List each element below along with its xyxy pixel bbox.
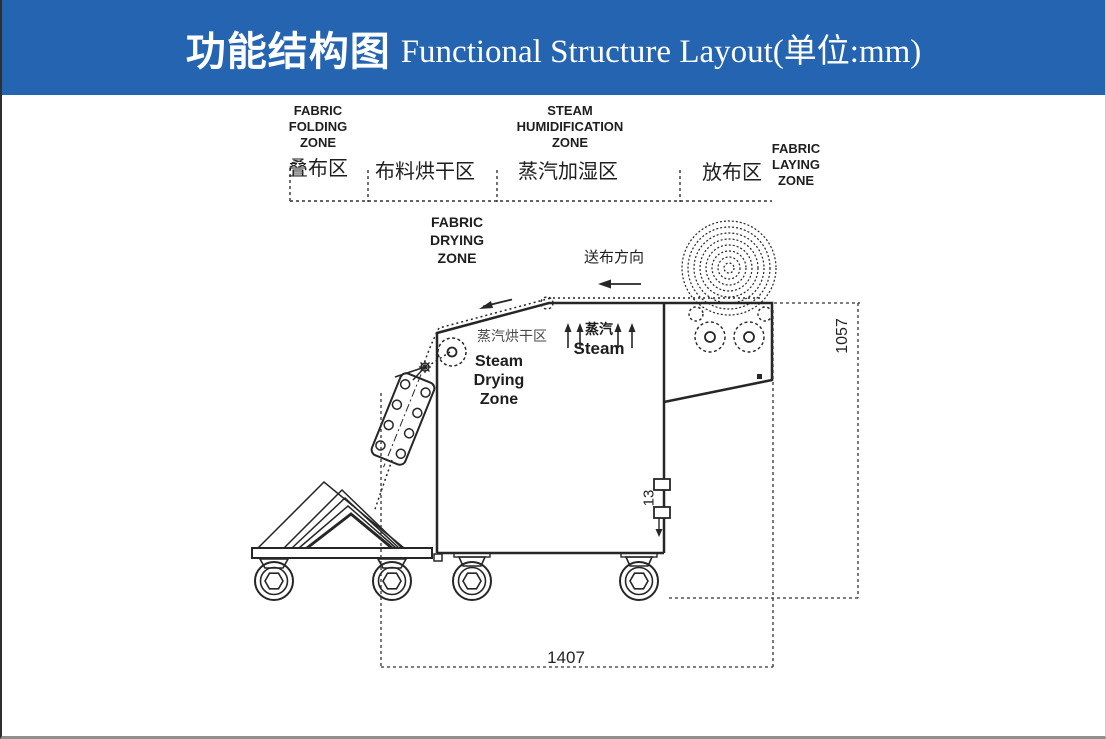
guide-rollers [540,296,773,322]
zone-label-fabric-laying-en: FABRIC LAYING ZONE [771,141,821,188]
machine-caster-right [619,552,659,601]
dimension-lines [380,302,860,668]
dimension-height-1057: 1057 [834,318,851,354]
zone-label-fabric-drying-cn: 布料烘干区 [375,161,475,183]
page-title-en: Functional Structure Layout(单位:mm) [400,33,922,70]
folding-arm [370,361,436,468]
folded-fabric [257,480,405,550]
page-title-cn: 功能结构图 [185,29,391,74]
steam-label-en: Steam [573,339,625,358]
zone-label-steam-humidification-cn: 蒸汽加湿区 [518,161,618,183]
trolley-caster-left [254,558,294,601]
zone-bracket [289,168,772,202]
steam-drying-zone-label-en: Steam Drying Zone [473,353,525,408]
steam-label-cn: 蒸汽 [585,321,613,337]
fabric-roll [681,220,777,316]
steam-drying-zone-label-cn: 蒸汽烘干区 [477,328,547,344]
title-bar: 功能结构图 Functional Structure Layout(单位:mm) [2,0,1105,95]
slope-arrow-icon [479,298,513,309]
feed-direction-label: 送布方向 [583,249,644,266]
fabric-trolley [251,480,433,601]
steam-arrows [564,323,636,348]
zone-label-fabric-folding-cn: 叠布区 [288,158,348,180]
laying-rollers [694,321,765,353]
outlet-tabs [653,478,671,537]
zone-label-fabric-laying-cn: 放布区 [702,162,762,184]
trolley-caster-right [372,558,412,601]
corner-roller [437,337,467,367]
dimension-offset-13: 13 [640,489,658,507]
feed-direction-arrow [598,279,641,289]
machine-caster-left [452,552,492,601]
arm-pivot [419,361,431,373]
zone-label-fabric-folding-en: FABRIC FOLDING ZONE [288,103,348,150]
zone-label-steam-humidification-en: STEAM HUMIDIFICATION ZONE [516,103,624,150]
zone-label-fabric-drying-en: FABRIC DRYING ZONE [430,214,484,266]
dimension-length-1407: 1407 [547,648,585,667]
